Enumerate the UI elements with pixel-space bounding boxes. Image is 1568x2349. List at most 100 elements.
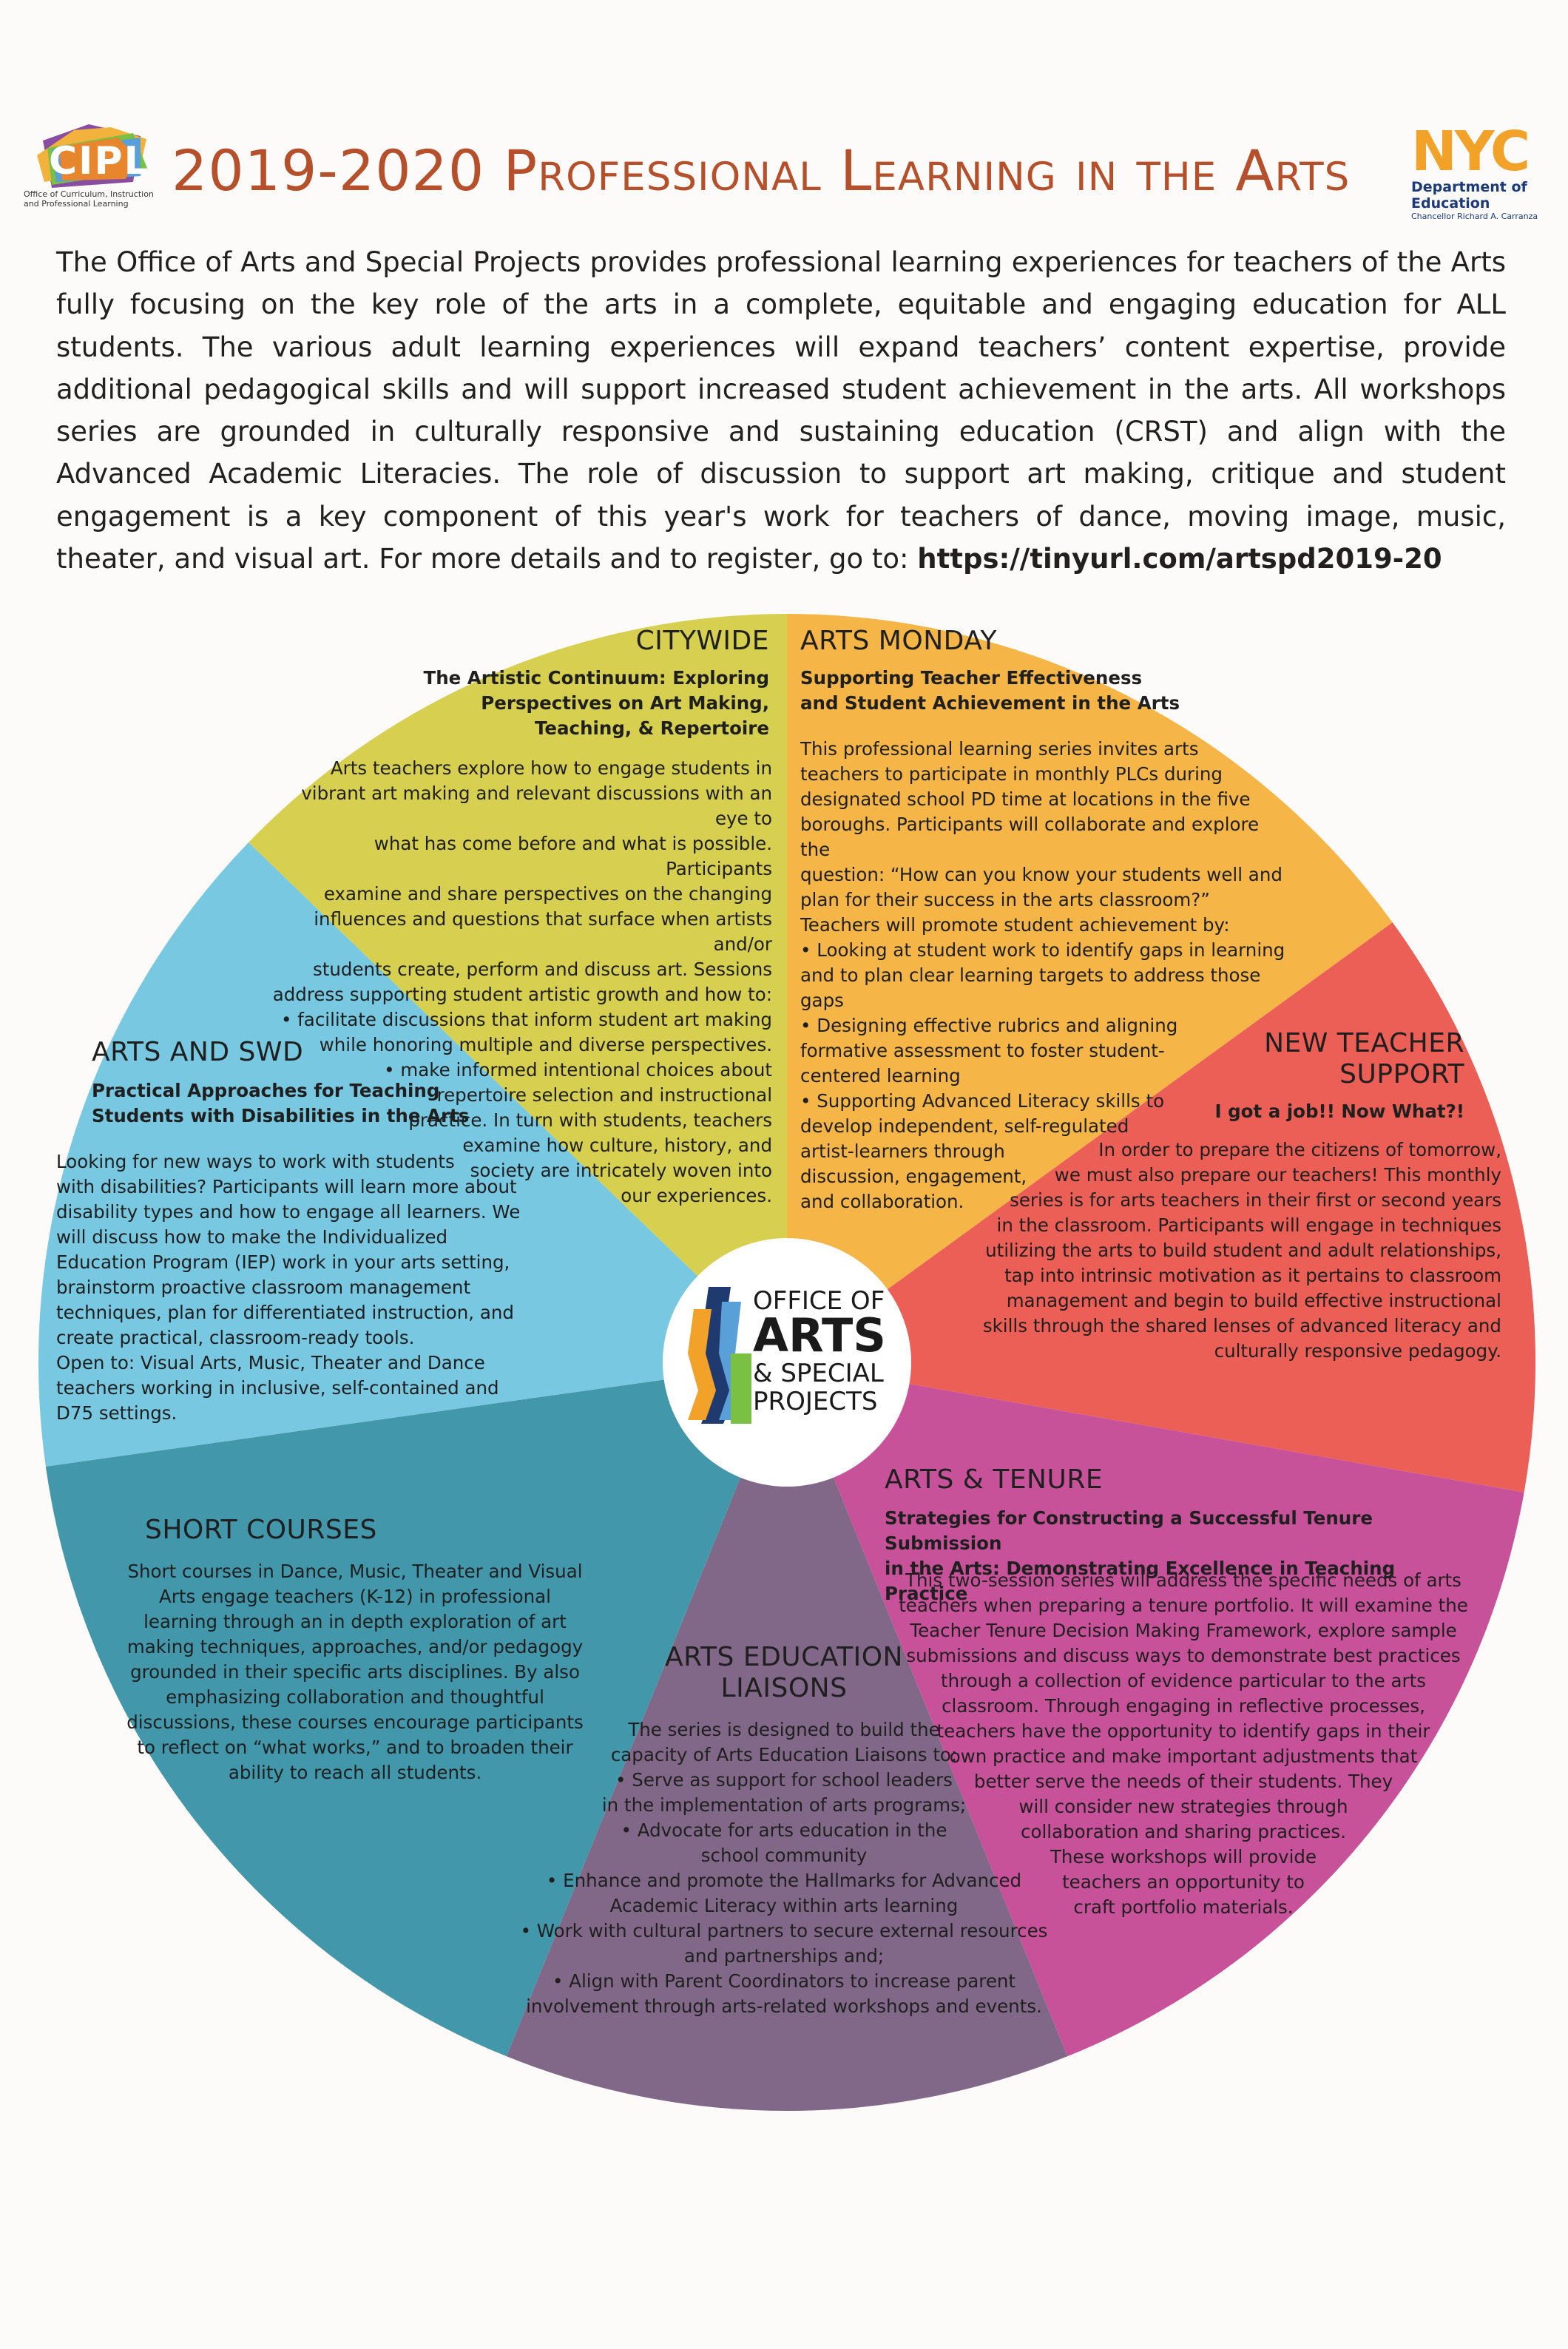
citywide-subtitle-line: Perspectives on Art Making,: [481, 692, 769, 714]
tenure-subtitle-line: Strategies for Constructing a Successful…: [885, 1507, 1373, 1554]
arts-monday-body-line: • Designing effective rubrics and aligni…: [800, 1015, 1178, 1036]
doe-logo: NYC Department of Education Chancellor R…: [1411, 120, 1552, 221]
swd-body-line: will discuss how to make the Individuali…: [56, 1226, 448, 1248]
tenure-body-line: classroom. Through engaging in reflectiv…: [942, 1695, 1425, 1717]
swd-body: Looking for new ways to work with studen…: [56, 1149, 530, 1426]
new-teacher-body-line: In order to prepare the citizens of tomo…: [1098, 1139, 1501, 1160]
arts-monday-body-line: artist-learners through: [800, 1140, 1005, 1162]
citywide-body-line: examine and share perspectives on the ch…: [323, 883, 772, 905]
arts-monday-body-line: plan for their success in the arts class…: [800, 889, 1210, 910]
new-teacher-body-line: series is for arts teachers in their fir…: [1010, 1189, 1501, 1211]
short-courses-body-line: discussions, these courses encourage par…: [126, 1711, 584, 1733]
tenure-body-line: craft portfolio materials.: [1073, 1896, 1294, 1918]
tenure-body-line: better serve the needs of their students…: [973, 1771, 1393, 1792]
short-courses-body-line: learning through an in depth exploration…: [143, 1611, 567, 1632]
citywide-body-line: influences and questions that surface wh…: [314, 908, 772, 955]
cipl-abbr: CIPL: [49, 139, 150, 183]
swd-body-line: teachers working in inclusive, self-cont…: [56, 1377, 499, 1399]
liaisons-body-line: and partnerships and;: [683, 1945, 885, 1967]
arts-monday-title: ARTS MONDAY: [800, 626, 998, 656]
new-teacher-body: In order to prepare the citizens of tomo…: [932, 1138, 1501, 1364]
short-courses-body: Short courses in Dance, Music, Theater a…: [118, 1559, 592, 1785]
tenure-body-line: teachers have the opportunity to identif…: [936, 1720, 1430, 1742]
cipl-logo-mark: [37, 124, 148, 188]
new-teacher-title-line: SUPPORT: [1339, 1059, 1464, 1089]
citywide-body: Arts teachers explore how to engage stud…: [266, 756, 772, 1209]
liaisons-body-line: involvement through arts-related worksho…: [526, 1995, 1042, 2017]
tenure-body-line: submissions and discuss ways to demonstr…: [906, 1645, 1461, 1666]
tenure-body-line: This two-session series will address the…: [905, 1569, 1461, 1591]
swd-subtitle-line: Students with Disabilities in the Arts: [92, 1105, 470, 1126]
liaisons-body-line: school community: [700, 1845, 868, 1866]
new-teacher-body-line: utilizing the arts to build student and …: [985, 1240, 1501, 1261]
liaisons-body-line: Academic Literacy within arts learning: [609, 1895, 959, 1916]
swd-body-line: D75 settings.: [56, 1402, 178, 1424]
citywide-body-line: Arts teachers explore how to engage stud…: [330, 757, 772, 779]
liaisons-body-line: in the implementation of arts programs;: [601, 1794, 967, 1816]
new-teacher-subtitle: I got a job!! Now What?!: [1214, 1101, 1464, 1122]
tenure-subtitle: Strategies for Constructing a Successful…: [885, 1506, 1447, 1606]
page-title: 2019-2020 Professional Learning in the A…: [172, 138, 1351, 203]
liaisons-body-line: • Work with cultural partners to secure …: [520, 1920, 1048, 1941]
liaisons-title-line: LIAISONS: [720, 1673, 848, 1703]
arts-monday-subtitle-line: Supporting Teacher Effectiveness: [800, 667, 1143, 689]
arts-monday-body-line: boroughs. Participants will collaborate …: [800, 814, 1260, 860]
citywide-segment: [249, 614, 787, 1362]
swd-body-line: disability types and how to engage all l…: [56, 1201, 521, 1223]
arts-monday-segment: [787, 614, 1393, 1362]
arts-logo-mark: [688, 1287, 751, 1424]
arts-monday-body-line: centered learning: [800, 1065, 961, 1086]
tenure-body-line: teachers when preparing a tenure portfol…: [899, 1595, 1468, 1616]
tenure-body-line: will consider new strategies through: [1018, 1796, 1348, 1817]
citywide-body-line: • facilitate discussions that inform stu…: [280, 1009, 772, 1030]
tenure-title: ARTS & TENURE: [885, 1464, 1104, 1495]
swd-title: ARTS AND SWD: [92, 1037, 304, 1067]
doe-line2: Education: [1411, 195, 1490, 212]
citywide-body-line: vibrant art making and relevant discussi…: [301, 783, 772, 829]
short-courses-body-line: Short courses in Dance, Music, Theater a…: [127, 1561, 583, 1582]
tenure-body-line: Teacher Tenure Decision Making Framework…: [910, 1620, 1457, 1641]
arts-monday-body-line: • Supporting Advanced Literacy skills to: [800, 1090, 1165, 1112]
short-courses-body-line: to reflect on “what works,” and to broad…: [137, 1737, 573, 1758]
citywide-body-line: repertoire selection and instructional: [436, 1084, 772, 1106]
citywide-subtitle-line: Teaching, & Repertoire: [534, 717, 769, 739]
liaisons-body-line: The series is designed to build the: [628, 1719, 940, 1740]
new-teacher-body-line: in the classroom. Participants will enga…: [996, 1214, 1501, 1236]
tenure-body-line: teachers an opportunity to: [1062, 1871, 1305, 1893]
cipl-logo: CIPL Office of Curriculum, Instruction a…: [22, 111, 155, 214]
new-teacher-body-line: tap into intrinsic motivation as it pert…: [1004, 1265, 1501, 1286]
tenure-body-line: through a collection of evidence particu…: [940, 1670, 1427, 1691]
swd-body-line: Education Program (IEP) work in your art…: [56, 1251, 510, 1273]
citywide-subtitle-line: The Artistic Continuum: Exploring: [423, 667, 769, 689]
arts-monday-body-line: teachers to participate in monthly PLCs …: [800, 763, 1223, 785]
arts-monday-body-line: This professional learning series invite…: [800, 738, 1199, 760]
citywide-body-line: while honoring multiple and diverse pers…: [319, 1034, 772, 1055]
tenure-body-line: own practice and make important adjustme…: [949, 1745, 1418, 1767]
arts-monday-body-line: question: “How can you know your student…: [800, 864, 1283, 885]
short-courses-body-line: Arts engage teachers (K-12) in professio…: [159, 1586, 551, 1607]
swd-subtitle-line: Practical Approaches for Teaching: [92, 1080, 440, 1101]
swd-body-line: create practical, classroom-ready tools.: [56, 1327, 415, 1348]
register-link[interactable]: https://tinyurl.com/artspd2019-20: [917, 543, 1442, 575]
swd-body-line: Open to: Visual Arts, Music, Theater and…: [56, 1352, 485, 1373]
swd-body-line: brainstorm proactive classroom managemen…: [56, 1277, 471, 1298]
new-teacher-body-line: skills through the shared lenses of adva…: [982, 1315, 1501, 1336]
nyc-wordmark: NYC: [1411, 120, 1530, 183]
citywide-body-line: our experiences.: [621, 1185, 772, 1206]
arts-monday-body: This professional learning series invite…: [800, 737, 1288, 1214]
arts-monday-body-line: develop independent, self-regulated: [800, 1115, 1129, 1137]
logo-line-arts: ARTS: [753, 1308, 886, 1362]
liaisons-segment: [506, 1362, 1068, 2111]
short-courses-body-line: emphasizing collaboration and thoughtful: [166, 1686, 544, 1708]
arts-monday-body-line: discussion, engagement,: [800, 1166, 1027, 1187]
intro-paragraph: The Office of Arts and Special Projects …: [56, 241, 1506, 580]
citywide-title: CITYWIDE: [635, 626, 769, 656]
tenure-subtitle-line: in the Arts: Demonstrating Excellence in…: [885, 1558, 1396, 1604]
wheel-segments: [38, 614, 1535, 2111]
office-of-arts-logo: OFFICE OF ARTS & SPECIAL PROJECTS: [679, 1280, 901, 1442]
tenure-segment: [787, 1362, 1524, 2057]
